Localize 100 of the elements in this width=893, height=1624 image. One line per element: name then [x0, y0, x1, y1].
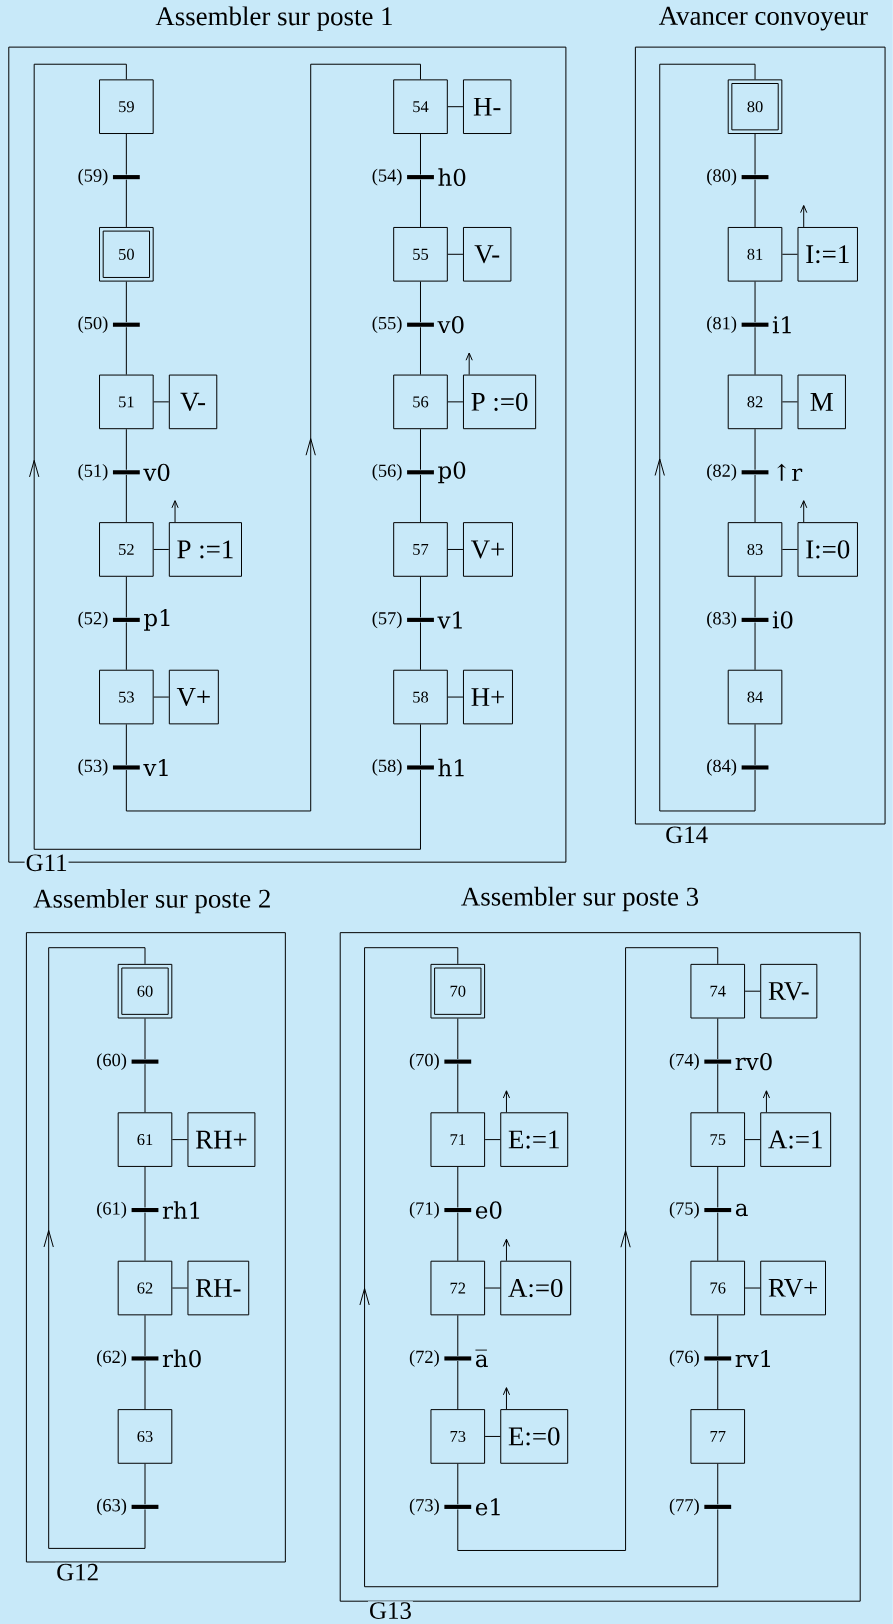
initial-step-box: 50 [99, 226, 154, 282]
initial-step-box: 70 [430, 963, 486, 1019]
transition-number: (81) [707, 316, 737, 334]
action-link [447, 401, 464, 403]
action-link [171, 1139, 189, 1141]
flow-line [420, 326, 422, 376]
step-box: 76 [690, 1260, 746, 1316]
action-link [153, 548, 170, 550]
transition-number: (56) [372, 463, 402, 481]
flow-line [420, 179, 422, 228]
step-box: 62 [117, 1260, 173, 1316]
step-box: 74 [690, 963, 746, 1019]
grafcet-label: G11 [24, 853, 69, 873]
receptivity: h0 [438, 168, 466, 186]
grafcet-label: G13 [368, 1601, 413, 1620]
flow-line [144, 1018, 146, 1060]
flow-line [420, 281, 422, 323]
action-box: V- [168, 374, 218, 430]
flow-line [754, 281, 756, 323]
step-box: 77 [690, 1409, 746, 1464]
flow-line [754, 576, 756, 618]
step-box: 81 [727, 226, 783, 282]
transition-number: (70) [409, 1053, 439, 1070]
transition-number: (50) [78, 316, 108, 334]
flow-line [717, 1360, 719, 1410]
step-box: 57 [393, 522, 448, 577]
action-box: P :=0 [463, 374, 537, 430]
action-box: E:=1 [500, 1112, 569, 1167]
flow-line [125, 326, 127, 376]
transition-number: (63) [97, 1498, 127, 1516]
flow-line [457, 1166, 459, 1208]
flow-line [144, 1063, 146, 1113]
step-box: 58 [393, 669, 448, 725]
action-link [744, 990, 761, 992]
action-link [744, 1139, 761, 1141]
transition-number: (51) [78, 463, 108, 481]
flow-line [717, 1314, 719, 1357]
flow-line [717, 1166, 719, 1208]
transition-number: (76) [669, 1350, 699, 1367]
action-box: V- [463, 226, 512, 282]
action-link [484, 1435, 501, 1437]
step-box: 59 [99, 79, 154, 134]
flow-line [125, 621, 127, 671]
flow-line [144, 1314, 146, 1357]
step-box: 53 [99, 669, 154, 725]
flow-line [144, 1212, 146, 1262]
receptivity: rh0 [162, 1349, 201, 1368]
flow-line [754, 428, 756, 471]
receptivity: a̅ [475, 1349, 488, 1368]
receptivity: p1 [144, 609, 170, 631]
action-link [484, 1287, 501, 1289]
receptivity: e0 [476, 1201, 502, 1219]
transition-number: (71) [409, 1201, 439, 1219]
transition-number: (61) [97, 1201, 127, 1219]
action-link [781, 253, 799, 255]
flow-line [457, 1360, 459, 1410]
flow-line [125, 576, 127, 618]
flow-line [144, 1463, 146, 1505]
step-box: 71 [430, 1112, 486, 1167]
action-box: I:=0 [797, 522, 859, 577]
receptivity: i0 [773, 611, 793, 629]
action-link [447, 253, 464, 255]
transition-number: (55) [372, 316, 402, 334]
flow-line [420, 576, 422, 618]
flow-line [717, 1212, 719, 1262]
step-box: 73 [430, 1409, 486, 1464]
action-box: A:=1 [760, 1112, 832, 1167]
flow-line [125, 428, 127, 471]
action-box: V+ [463, 522, 514, 577]
flow-line [125, 281, 127, 323]
flow-line [457, 1314, 459, 1357]
receptivity: ↑r [777, 463, 803, 481]
flow-line [754, 621, 756, 671]
flow-line [125, 723, 127, 766]
transition-number: (73) [409, 1498, 439, 1516]
transition-number: (57) [372, 611, 402, 629]
flow-line [420, 723, 422, 766]
transition-number: (62) [97, 1350, 127, 1367]
action-link [744, 1287, 761, 1289]
step-box: 51 [99, 374, 154, 430]
step-box: 82 [727, 374, 783, 430]
flow-line [420, 474, 422, 523]
action-link [447, 548, 464, 550]
step-box: 84 [727, 669, 783, 725]
action-box: M [797, 374, 847, 430]
flow-line [420, 428, 422, 471]
flow-line [125, 179, 127, 228]
transition-number: (53) [78, 759, 108, 776]
action-box: RH+ [187, 1112, 256, 1167]
flow-line [754, 179, 756, 228]
receptivity: a [736, 1203, 748, 1217]
transition-number: (75) [669, 1201, 699, 1219]
action-box: A:=0 [500, 1260, 572, 1316]
action-box: H+ [463, 669, 514, 725]
action-box: P :=1 [168, 522, 243, 577]
transition-number: (84) [707, 759, 737, 776]
action-link [484, 1139, 501, 1141]
flow-line [717, 1018, 719, 1060]
flow-line [717, 1063, 719, 1113]
action-box: RV- [760, 963, 818, 1019]
